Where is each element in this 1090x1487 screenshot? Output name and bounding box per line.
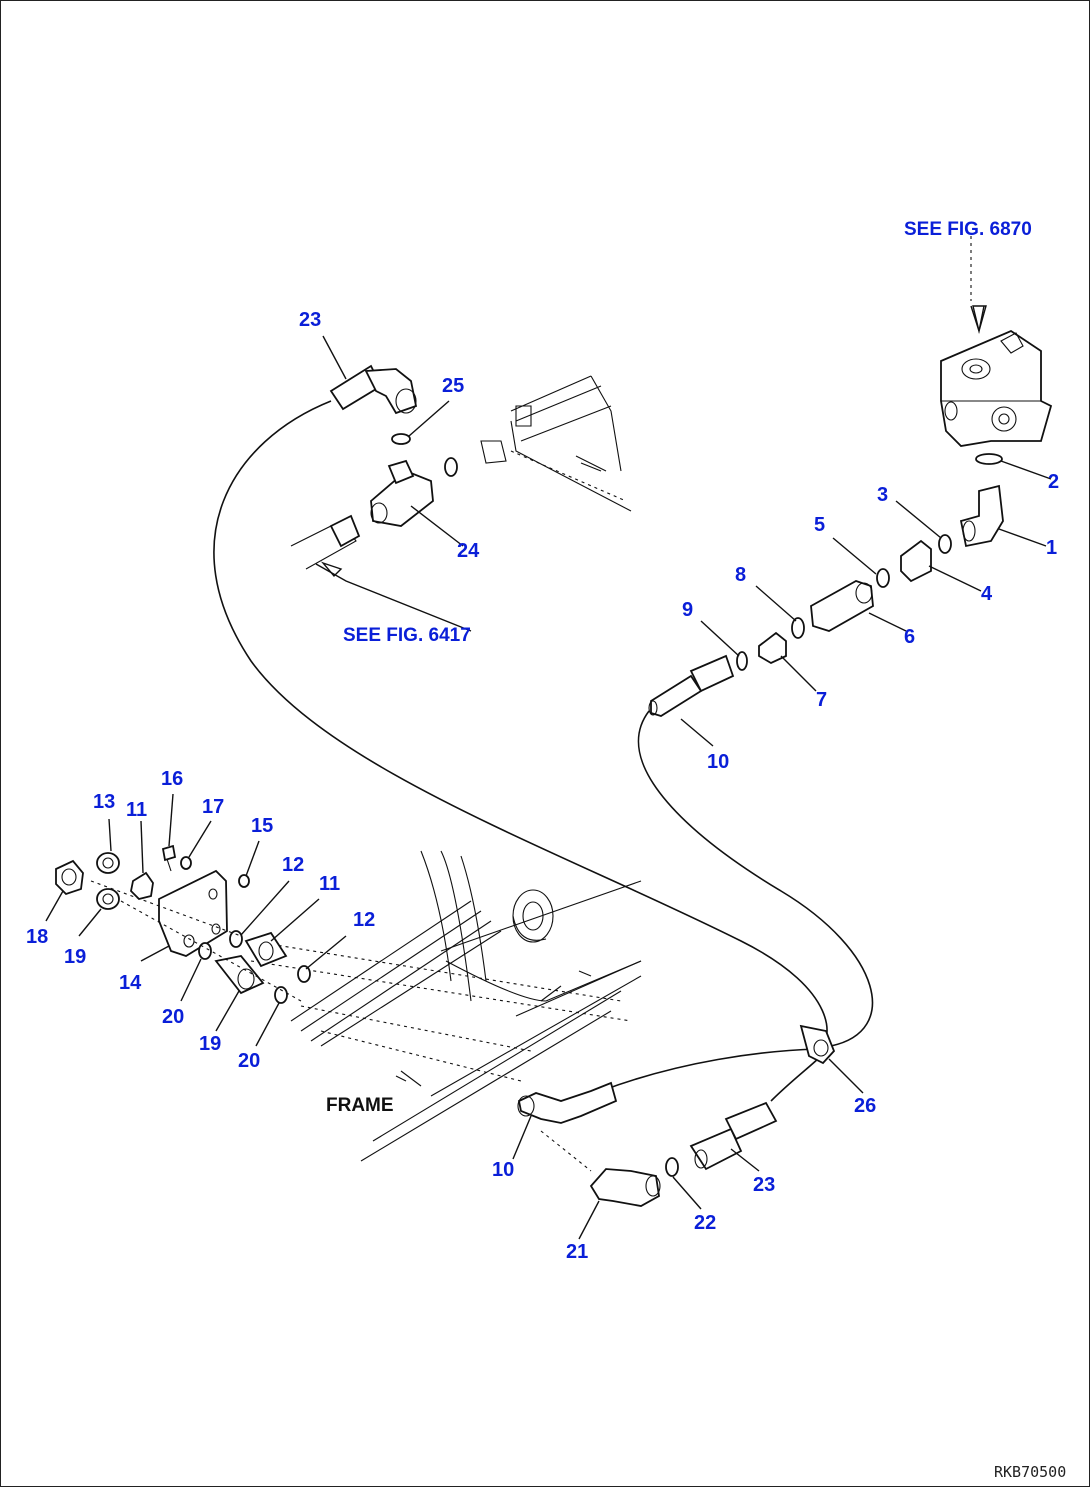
callout-26: 26 [854,1095,876,1117]
callout-1: 1 [1046,537,1057,559]
callout-6: 6 [904,626,915,648]
callout-7: 7 [816,689,827,711]
callout-16: 16 [161,768,183,790]
callout-19-left: 19 [64,946,86,968]
callout-20-lower: 20 [238,1050,260,1072]
callout-14: 14 [119,972,142,994]
callout-5: 5 [814,514,825,536]
callout-15: 15 [251,815,273,837]
callout-21: 21 [566,1241,588,1263]
callout-11-right: 11 [319,873,340,895]
reference-fig-6870: SEE FIG. 6870 [904,219,1032,240]
upper-left-fittings [290,364,472,632]
control-valve-assembly [940,236,1053,447]
callout-23-upper: 23 [299,309,321,331]
callout-19-lower: 19 [199,1033,221,1055]
leader-lines [45,335,1052,1240]
callout-8: 8 [735,564,746,586]
drawing-code: RKB70500 [994,1463,1066,1481]
callout-11-left: 11 [126,799,147,821]
upper-frame-structure [480,375,632,512]
callout-10-lower: 10 [492,1159,514,1181]
callout-2: 2 [1048,471,1059,493]
hose-lines [213,400,874,1172]
callout-23-lower: 23 [753,1174,775,1196]
callout-25: 25 [442,375,464,397]
callout-24: 24 [457,540,480,562]
callout-12-lower: 12 [353,909,375,931]
callout-3: 3 [877,484,888,506]
reference-fig-6417: SEE FIG. 6417 [343,625,471,646]
callout-22: 22 [694,1212,716,1234]
callout-12-upper: 12 [282,854,304,876]
frame-structure [250,850,642,1162]
callout-13: 13 [93,791,115,813]
lower-fittings [517,1024,836,1207]
right-fittings [648,453,1004,717]
frame-label: FRAME [326,1095,394,1116]
left-bracket-assembly [55,844,311,1004]
callout-numbers: 1 2 3 4 5 6 7 8 9 10 10 11 11 12 12 13 1… [26,309,1059,1263]
callout-9: 9 [682,599,693,621]
callout-17: 17 [202,796,224,818]
callout-18: 18 [26,926,48,948]
callout-4: 4 [981,583,993,605]
callout-20-left: 20 [162,1006,184,1028]
callout-10-upper: 10 [707,751,729,773]
